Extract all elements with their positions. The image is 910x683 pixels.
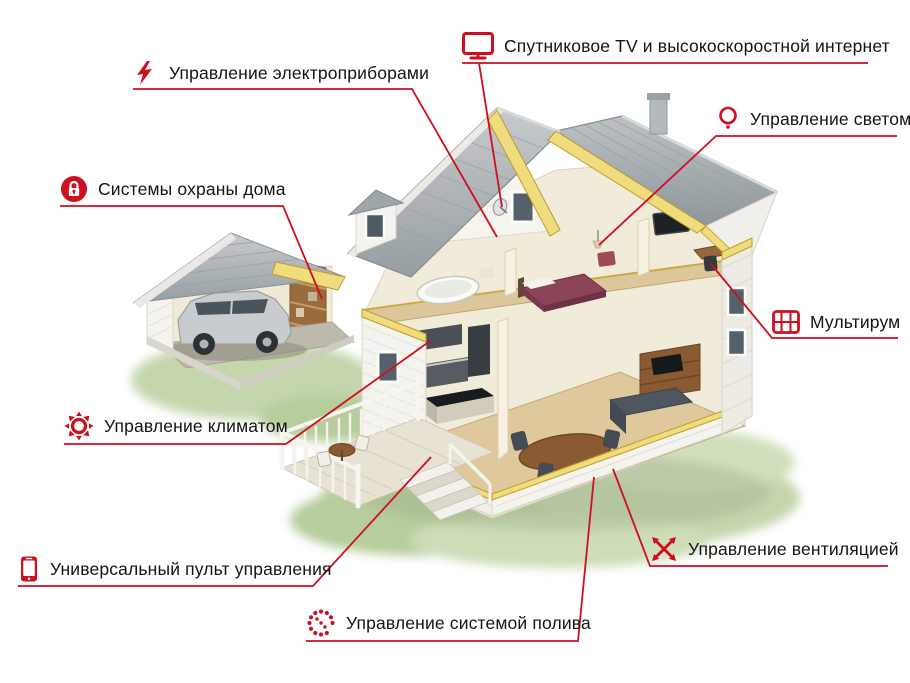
callout-label: Мультирум — [810, 311, 901, 332]
smartphone-icon — [21, 556, 37, 582]
callout-label: Управление климатом — [104, 415, 288, 436]
tv-icon — [462, 32, 494, 60]
dormer-window — [364, 212, 386, 240]
chimney — [647, 93, 670, 135]
film-grid-icon — [772, 310, 800, 334]
callout-label: Системы охраны дома — [98, 178, 286, 199]
main-house-illustration — [279, 93, 779, 521]
leader-irrigation — [306, 476, 595, 642]
callout-label: Управление вентиляцией — [688, 538, 899, 559]
leader-light — [598, 135, 897, 246]
callout-satellite: Спутниковое TV и высокоскоростной интерн… — [462, 32, 890, 60]
deck — [279, 375, 496, 509]
leader-lines — [18, 62, 898, 642]
satellite-dish — [492, 198, 508, 216]
leader-multiroom — [710, 263, 898, 339]
car — [163, 290, 307, 361]
sun-icon — [64, 411, 94, 441]
tv-ground — [650, 353, 684, 376]
callout-ventilation: Управление вентиляцией — [650, 535, 899, 563]
stairs — [399, 442, 492, 521]
callout-label: Универсальный пульт управления — [50, 558, 332, 579]
deck-furniture — [316, 434, 370, 468]
interior-partition — [497, 317, 509, 462]
garage-cut-edge — [271, 261, 346, 291]
lock-icon — [61, 176, 87, 202]
callout-light: Управление светом — [716, 105, 910, 133]
cut-edge-right-roof — [547, 130, 707, 234]
callout-irrigation: Управление системой полива — [306, 608, 591, 638]
callout-label: Спутниковое TV и высокоскоростной интерн… — [504, 35, 890, 56]
garage-illustration — [132, 232, 356, 390]
callout-multiroom: Мультирум — [772, 309, 900, 335]
callout-appliances: Управление электроприборами — [133, 60, 429, 86]
leader-climate — [64, 340, 431, 445]
cut-edge-gable — [487, 109, 561, 237]
bedroom — [518, 230, 616, 312]
garage-foundation — [147, 336, 240, 390]
leader-security — [60, 205, 323, 300]
leader-ventilation — [612, 468, 888, 567]
callout-remote: Универсальный пульт управления — [18, 555, 332, 583]
sprinkler-icon — [307, 609, 335, 637]
living-area — [608, 343, 701, 434]
callout-label: Управление светом — [750, 108, 910, 129]
callout-label: Управление электроприборами — [169, 62, 430, 83]
callout-climate: Управление климатом — [64, 411, 288, 441]
leader-appliances — [133, 88, 498, 238]
bathroom — [416, 267, 495, 305]
lightning-icon — [137, 61, 152, 85]
right-wall — [721, 237, 753, 435]
callout-security: Системы охраны дома — [60, 175, 286, 203]
callout-label: Управление системой полива — [346, 612, 591, 633]
right-window-2 — [726, 328, 747, 357]
crossed-arrows-icon — [652, 537, 676, 561]
right-window-1 — [726, 286, 747, 317]
bulb-icon — [719, 106, 737, 129]
leader-satellite — [462, 62, 868, 208]
garage-roof — [132, 232, 346, 308]
leader-remote — [18, 456, 432, 587]
dormer — [347, 189, 405, 255]
